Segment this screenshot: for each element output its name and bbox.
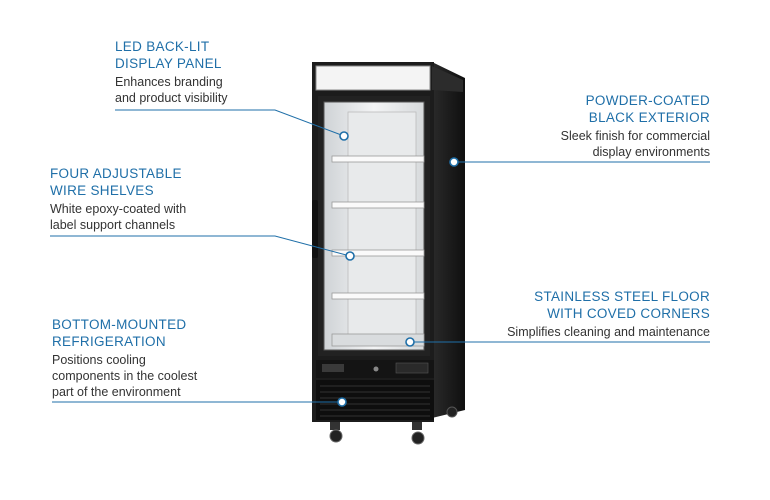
shelf-4 — [331, 292, 425, 300]
wire-shelves — [331, 155, 425, 300]
led-display-panel — [315, 65, 463, 92]
leader-lines — [50, 109, 710, 403]
door-handle — [312, 200, 318, 258]
glass-door — [318, 96, 430, 356]
callout-black-exterior: POWDER-COATED BLACK EXTERIOR Sleek finis… — [470, 92, 710, 160]
callout-title: STAINLESS STEEL FLOOR WITH COVED CORNERS — [534, 289, 710, 321]
shelf-1 — [331, 155, 425, 163]
callout-description: Simplifies cleaning and maintenance — [507, 325, 710, 339]
callout-description: Sleek finish for commercial display envi… — [560, 129, 710, 159]
refrigeration-grille — [316, 380, 434, 420]
callout-wire-shelves: FOUR ADJUSTABLE WIRE SHELVES White epoxy… — [50, 165, 250, 233]
callout-description: Enhances branding and product visibility — [115, 75, 228, 105]
callout-description: White epoxy-coated with label support ch… — [50, 202, 187, 232]
dot-floor — [405, 337, 415, 347]
dot-exterior — [449, 157, 459, 167]
shelf-3 — [331, 249, 425, 257]
leader-dots — [337, 131, 459, 407]
dot-led — [339, 131, 349, 141]
callout-title: POWDER-COATED BLACK EXTERIOR — [585, 93, 710, 125]
leader-led — [115, 109, 345, 137]
callout-description: Positions cooling components in the cool… — [52, 353, 198, 399]
cabinet-side — [432, 62, 465, 418]
dot-shelves — [345, 251, 355, 261]
callout-bottom-refrigeration: BOTTOM-MOUNTED REFRIGERATION Positions c… — [52, 316, 252, 400]
dot-bottom — [337, 397, 347, 407]
callout-stainless-floor: STAINLESS STEEL FLOOR WITH COVED CORNERS… — [450, 288, 710, 340]
leader-shelves — [50, 235, 351, 257]
control-strip — [316, 360, 434, 378]
callout-led-panel: LED BACK-LIT DISPLAY PANEL Enhances bran… — [115, 38, 315, 106]
shelf-2 — [331, 201, 425, 209]
callout-title: LED BACK-LIT DISPLAY PANEL — [115, 39, 222, 71]
stainless-floor — [331, 333, 425, 347]
caster-wheels — [329, 406, 458, 445]
callout-title: FOUR ADJUSTABLE WIRE SHELVES — [50, 166, 182, 198]
callout-title: BOTTOM-MOUNTED REFRIGERATION — [52, 317, 187, 349]
